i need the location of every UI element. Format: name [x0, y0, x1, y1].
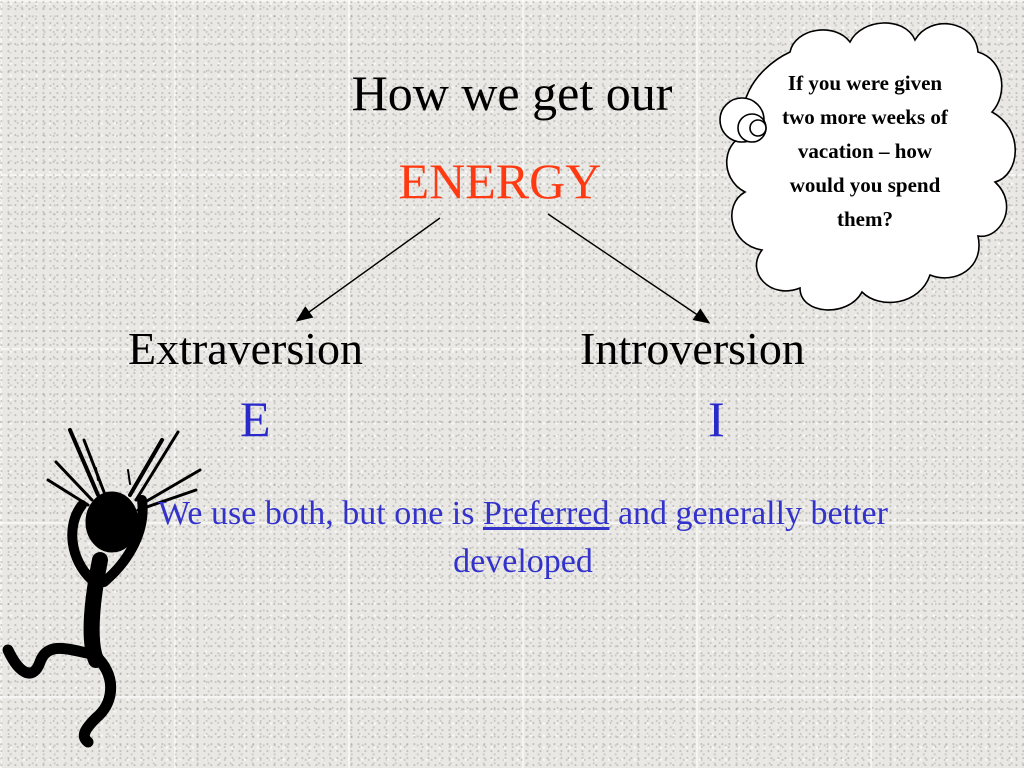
note-emphasis: Preferred: [482, 495, 610, 532]
introversion-label: Introversion: [580, 323, 805, 374]
thought-cloud-icon: [719, 22, 1016, 311]
arrow-to-introversion: [547, 213, 711, 324]
stressed-stick-figure-icon: [2, 428, 202, 748]
extraversion-letter: E: [240, 391, 271, 447]
arrow-to-extraversion: [295, 217, 441, 322]
thought-bubble-text: If you were given two more weeks of vaca…: [782, 71, 948, 231]
note-after: and generally better developed: [453, 495, 888, 580]
note-before: We use both, but one is: [158, 495, 475, 532]
preference-note: We use both, but one is Preferred and ge…: [118, 490, 928, 586]
extraversion-label: Extraversion: [128, 323, 364, 374]
energy-heading: ENERGY: [398, 153, 602, 209]
slide-title-text: How we get our: [351, 65, 673, 121]
introversion-letter: I: [708, 391, 725, 447]
slide-title: How we get our: [0, 64, 1024, 122]
